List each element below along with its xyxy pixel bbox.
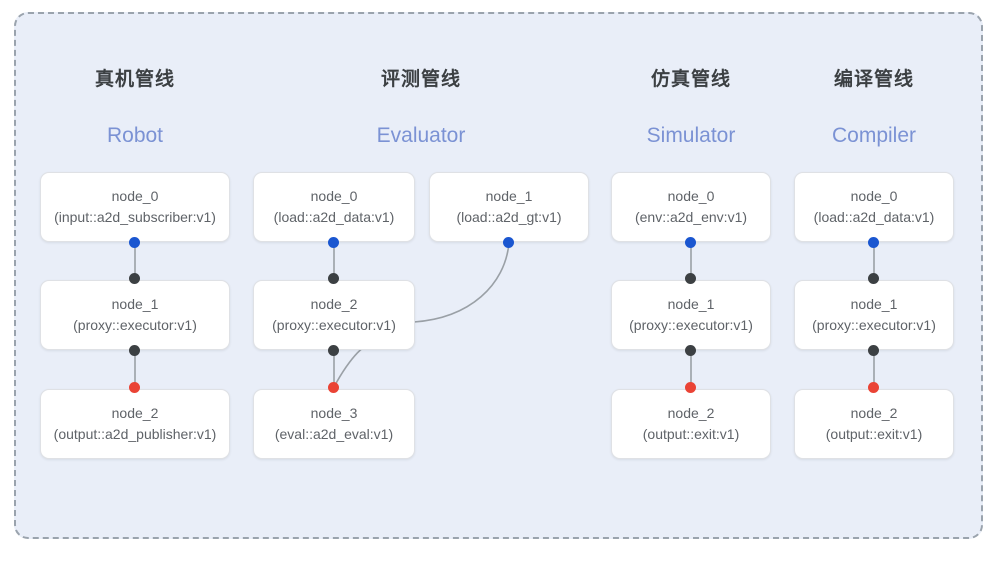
port-out-robot-0[interactable] — [129, 237, 140, 248]
node-label-name: node_1 — [667, 296, 715, 312]
node-label-type: (load::a2d_data:v1) — [273, 209, 395, 225]
column-title-cn-evaluator: 评测管线 — [380, 69, 461, 90]
node-simulator-1[interactable]: node_1 (proxy::executor:v1) — [611, 280, 771, 350]
node-label-type: (proxy::executor:v1) — [629, 317, 753, 333]
node-label-type: (load::a2d_data:v1) — [813, 209, 935, 225]
node-label-name: node_2 — [667, 405, 715, 421]
node-label-name: node_0 — [850, 188, 898, 204]
port-in-compiler-1[interactable] — [868, 273, 879, 284]
node-label-name: node_0 — [667, 188, 715, 204]
node-label-name: node_2 — [111, 405, 159, 421]
port-out-simulator-1[interactable] — [685, 345, 696, 356]
port-out-compiler-1[interactable] — [868, 345, 879, 356]
node-label-name: node_2 — [850, 405, 898, 421]
column-title-cn-simulator: 仿真管线 — [650, 69, 731, 90]
diagram-dashed-frame — [14, 12, 983, 539]
column-title-en-evaluator: Evaluator — [376, 124, 466, 147]
port-out-simulator-0[interactable] — [685, 237, 696, 248]
node-label-type: (input::a2d_subscriber:v1) — [54, 209, 216, 225]
node-label-name: node_1 — [850, 296, 898, 312]
node-evaluator-0[interactable]: node_0 (load::a2d_data:v1) — [253, 172, 415, 242]
port-out-evaluator-2[interactable] — [328, 345, 339, 356]
node-label-name: node_0 — [111, 188, 159, 204]
node-label-type: (proxy::executor:v1) — [272, 317, 396, 333]
node-label-name: node_3 — [310, 405, 358, 421]
column-title-en-robot: Robot — [106, 124, 164, 147]
node-robot-2[interactable]: node_2 (output::a2d_publisher:v1) — [40, 389, 230, 459]
node-label-type: (proxy::executor:v1) — [73, 317, 197, 333]
port-in-evaluator-2[interactable] — [328, 273, 339, 284]
port-in-robot-2[interactable] — [129, 382, 140, 393]
port-in-simulator-1[interactable] — [685, 273, 696, 284]
node-label-type: (load::a2d_gt:v1) — [456, 209, 562, 225]
column-title-cn-robot: 真机管线 — [94, 69, 175, 90]
node-evaluator-2[interactable]: node_2 (proxy::executor:v1) — [253, 280, 415, 350]
port-out-compiler-0[interactable] — [868, 237, 879, 248]
column-title-en-simulator: Simulator — [646, 124, 736, 147]
column-title-cn-compiler: 编译管线 — [833, 69, 914, 90]
node-simulator-0[interactable]: node_0 (env::a2d_env:v1) — [611, 172, 771, 242]
node-label-type: (proxy::executor:v1) — [812, 317, 936, 333]
port-out-robot-1[interactable] — [129, 345, 140, 356]
node-compiler-0[interactable]: node_0 (load::a2d_data:v1) — [794, 172, 954, 242]
node-compiler-2[interactable]: node_2 (output::exit:v1) — [794, 389, 954, 459]
node-label-name: node_1 — [485, 188, 533, 204]
node-label-type: (eval::a2d_eval:v1) — [274, 426, 394, 442]
node-label-name: node_0 — [310, 188, 358, 204]
node-label-type: (output::exit:v1) — [825, 426, 923, 442]
port-out-evaluator-0[interactable] — [328, 237, 339, 248]
port-in-robot-1[interactable] — [129, 273, 140, 284]
node-simulator-2[interactable]: node_2 (output::exit:v1) — [611, 389, 771, 459]
node-compiler-1[interactable]: node_1 (proxy::executor:v1) — [794, 280, 954, 350]
node-label-type: (output::a2d_publisher:v1) — [53, 426, 217, 442]
port-in-simulator-2[interactable] — [685, 382, 696, 393]
node-robot-1[interactable]: node_1 (proxy::executor:v1) — [40, 280, 230, 350]
port-in-compiler-2[interactable] — [868, 382, 879, 393]
port-out-evaluator-1[interactable] — [503, 237, 514, 248]
column-title-en-compiler: Compiler — [831, 124, 917, 147]
node-evaluator-3[interactable]: node_3 (eval::a2d_eval:v1) — [253, 389, 415, 459]
node-label-type: (output::exit:v1) — [642, 426, 740, 442]
node-label-type: (env::a2d_env:v1) — [634, 209, 748, 225]
node-label-name: node_2 — [310, 296, 358, 312]
port-in-evaluator-3[interactable] — [328, 382, 339, 393]
node-robot-0[interactable]: node_0 (input::a2d_subscriber:v1) — [40, 172, 230, 242]
node-evaluator-1[interactable]: node_1 (load::a2d_gt:v1) — [429, 172, 589, 242]
node-label-name: node_1 — [111, 296, 159, 312]
